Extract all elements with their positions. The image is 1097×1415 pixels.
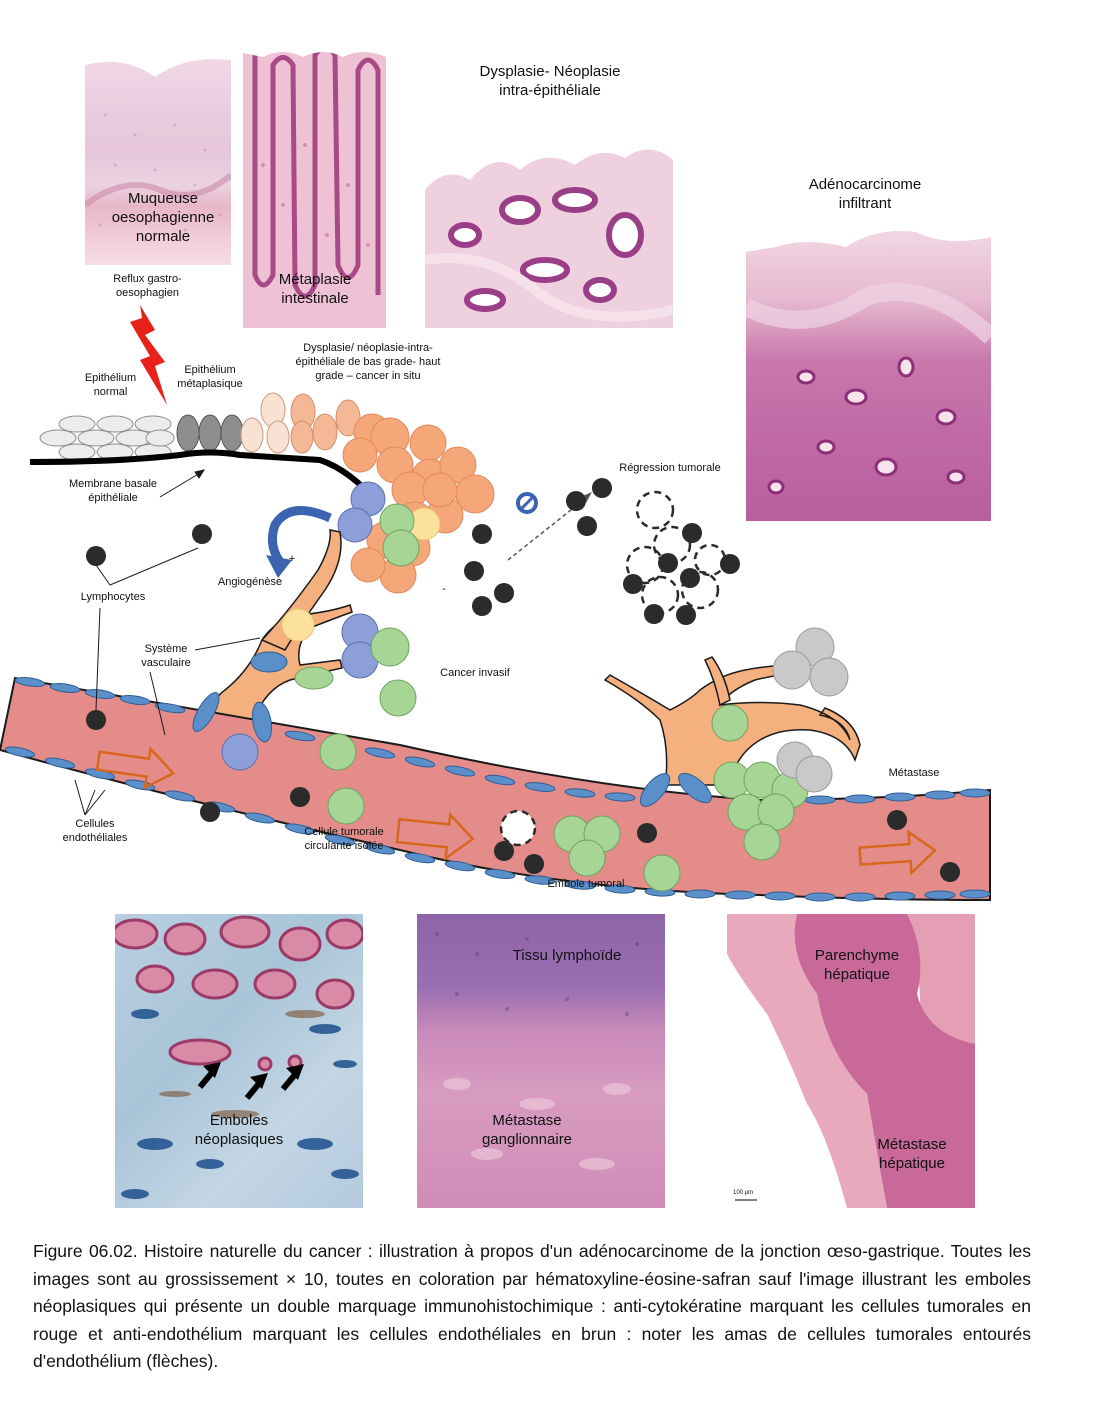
angiogenesis-arrow-icon [267, 505, 332, 565]
normal-epithelium-cells [39, 415, 175, 461]
angiogenesis-label: Angiogénèse [217, 576, 283, 588]
emboli-arrows-icon [197, 1062, 304, 1100]
right-sprout-branch [703, 656, 731, 707]
reflux-lightning-icon [130, 305, 167, 405]
tumor-cells-green-upper [379, 503, 420, 567]
adenocarcinoma-texture [746, 227, 991, 495]
ctc-label: Cellule tumorale circulante isolée [304, 826, 384, 852]
metaplasia-texture [243, 45, 386, 328]
invasive-cancer-label: Cancer invasif [440, 667, 510, 679]
grey-cells-cluster [772, 627, 849, 793]
natural-history-diagram [0, 305, 991, 902]
vascular-system-label: Système vasculaire [141, 643, 191, 669]
epithelium-normal-label: Epithélium normal [84, 372, 137, 398]
regression-arrowhead [580, 492, 592, 503]
reflux-label: Reflux gastro-oesophagien [113, 273, 182, 299]
lymphoid-tissue-label: Tissu lymphoïde [512, 947, 622, 964]
photo-lymph-node: Tissu lymphoïde Métastase ganglionnaire [417, 914, 665, 1208]
tumor-cells-green-invasive [294, 627, 417, 825]
dysplasia-stage-label: Dysplasie/ néoplasie-intra-épithéliale d… [295, 342, 441, 382]
liver-parenchyma-label: Parenchyme hépatique [814, 947, 900, 983]
regression-dashed-arrow [507, 497, 587, 561]
figure-caption: Figure 06.02. Histoire naturelle du canc… [33, 1241, 1031, 1371]
angiogenesis-minus: - [442, 583, 446, 595]
photo-dysplasia [425, 140, 673, 328]
lymph-node-metastasis-label: Métastase ganglionnaire [481, 1112, 573, 1148]
ctc-dashed-cell [499, 809, 537, 847]
dysplasia-texture [425, 140, 673, 322]
photo-liver: Parenchyme hépatique Métastase hépatique… [727, 914, 975, 1208]
regression-label: Régression tumorale [619, 462, 721, 474]
angiogenesis-plus: + [288, 553, 296, 565]
metaplastic-epithelium-cells [176, 414, 244, 452]
metaplasia-label: Métaplasie intestinale [278, 271, 352, 307]
photo-normal-mucosa: Muqueuse oesophagienne normale [85, 55, 231, 265]
tumor-mass-orange [342, 413, 495, 594]
liver-texture [727, 914, 975, 1208]
emboli-label: Emboles néoplasiques [194, 1112, 284, 1148]
emboli-texture [115, 915, 363, 1199]
low-grade-dysplasia-cells [240, 392, 290, 454]
normal-mucosa-label: Muqueuse oesophagienne normale [111, 190, 215, 245]
basement-membrane [29, 449, 383, 507]
tumor-embolus [553, 815, 681, 892]
epithelium-metaplastic-label: Epithélium métaplasique [177, 364, 243, 390]
blood-vessel [0, 676, 991, 902]
blood-flow-arrows [95, 746, 937, 876]
endothelial-cells-top [14, 651, 991, 807]
lymph-node-texture [435, 932, 639, 1170]
photo-metaplasia: Métaplasie intestinale [243, 45, 386, 328]
embolus-label: Embole tumoral [547, 878, 625, 890]
lymphocytes-label: Lymphocytes [80, 591, 146, 603]
lymphocytes [86, 478, 960, 882]
tumor-cells-blue-upper [337, 481, 386, 543]
photo-emboli: Emboles néoplasiques [115, 914, 363, 1208]
basement-membrane-label: Membrane basale épithéliale [68, 478, 158, 504]
leader-lines [74, 469, 261, 816]
metastasis-label: Métastase [888, 767, 940, 779]
photo-adenocarcinoma [746, 227, 991, 521]
scale-bar-label: 100 µm [733, 1190, 754, 1196]
dysplasia-title: Dysplasie- Néoplasie intra-épithéliale [479, 63, 621, 99]
normal-mucosa-texture [85, 55, 231, 242]
endothelial-cells-label: Cellules endothéliales [62, 818, 128, 844]
angiogenesis-arrowhead [266, 555, 292, 578]
liver-metastasis-label: Métastase hépatique [877, 1136, 947, 1172]
adenocarcinoma-title: Adénocarcinome infiltrant [808, 176, 922, 212]
dying-cells [625, 490, 727, 615]
sprout-yellow-cell [281, 608, 315, 642]
